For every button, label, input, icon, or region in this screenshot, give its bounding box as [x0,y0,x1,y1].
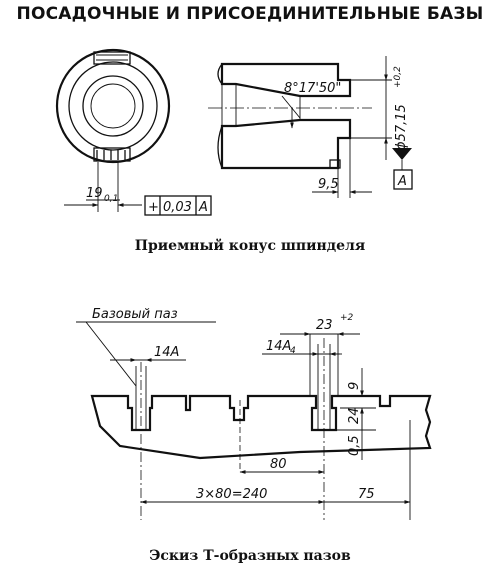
fit-right-label: 14A [266,339,291,354]
fit-left-label: 14A [154,345,179,360]
tolerance-frame: + 0,03 A [144,195,212,216]
depth-dim-label: 9,5 [318,177,339,192]
page-title: ПОСАДОЧНЫЕ И ПРИСОЕДИНИТЕЛЬНЫЕ БАЗЫ [16,4,484,24]
depth-05-label: 0,5 [347,435,362,456]
pitch-label: 80 [270,457,287,472]
top-key-slot [93,51,131,65]
angle-dim-label: 8°17'50" [284,81,341,96]
tolerance-datum: A [198,200,208,215]
spindle-section-view [208,62,372,170]
tolerance-value: 0,03 [163,200,192,215]
tolerance-symbol: + [148,200,159,215]
base-slot-label: Базовый паз [92,307,178,322]
tslot-caption: Эскиз Т-образных пазов [149,548,351,564]
top-width-label: 23 [316,318,333,333]
spindle-caption: Приемный конус шпинделя [134,238,366,254]
depth-24-label: 24 [347,407,362,424]
width-dim-tolerance: 0,1 [104,194,118,204]
datum-box [393,169,413,190]
total-pitch-label: 3×80=240 [196,487,267,502]
end-dim-label: 75 [358,487,375,502]
fit-right-subscript: 4 [290,346,296,356]
tslot-table-section [90,334,432,520]
depth-9-label: 9 [347,382,362,390]
spindle-front-view [55,48,171,212]
diameter-dim-tolerance: +0,2 [393,66,403,88]
diameter-dim-label: ϕ57,15 [394,104,409,150]
datum-label: A [397,174,407,189]
top-width-tolerance: +2 [340,313,354,323]
bottom-key-slot [93,147,131,162]
width-dim-label: 19 [86,186,103,201]
